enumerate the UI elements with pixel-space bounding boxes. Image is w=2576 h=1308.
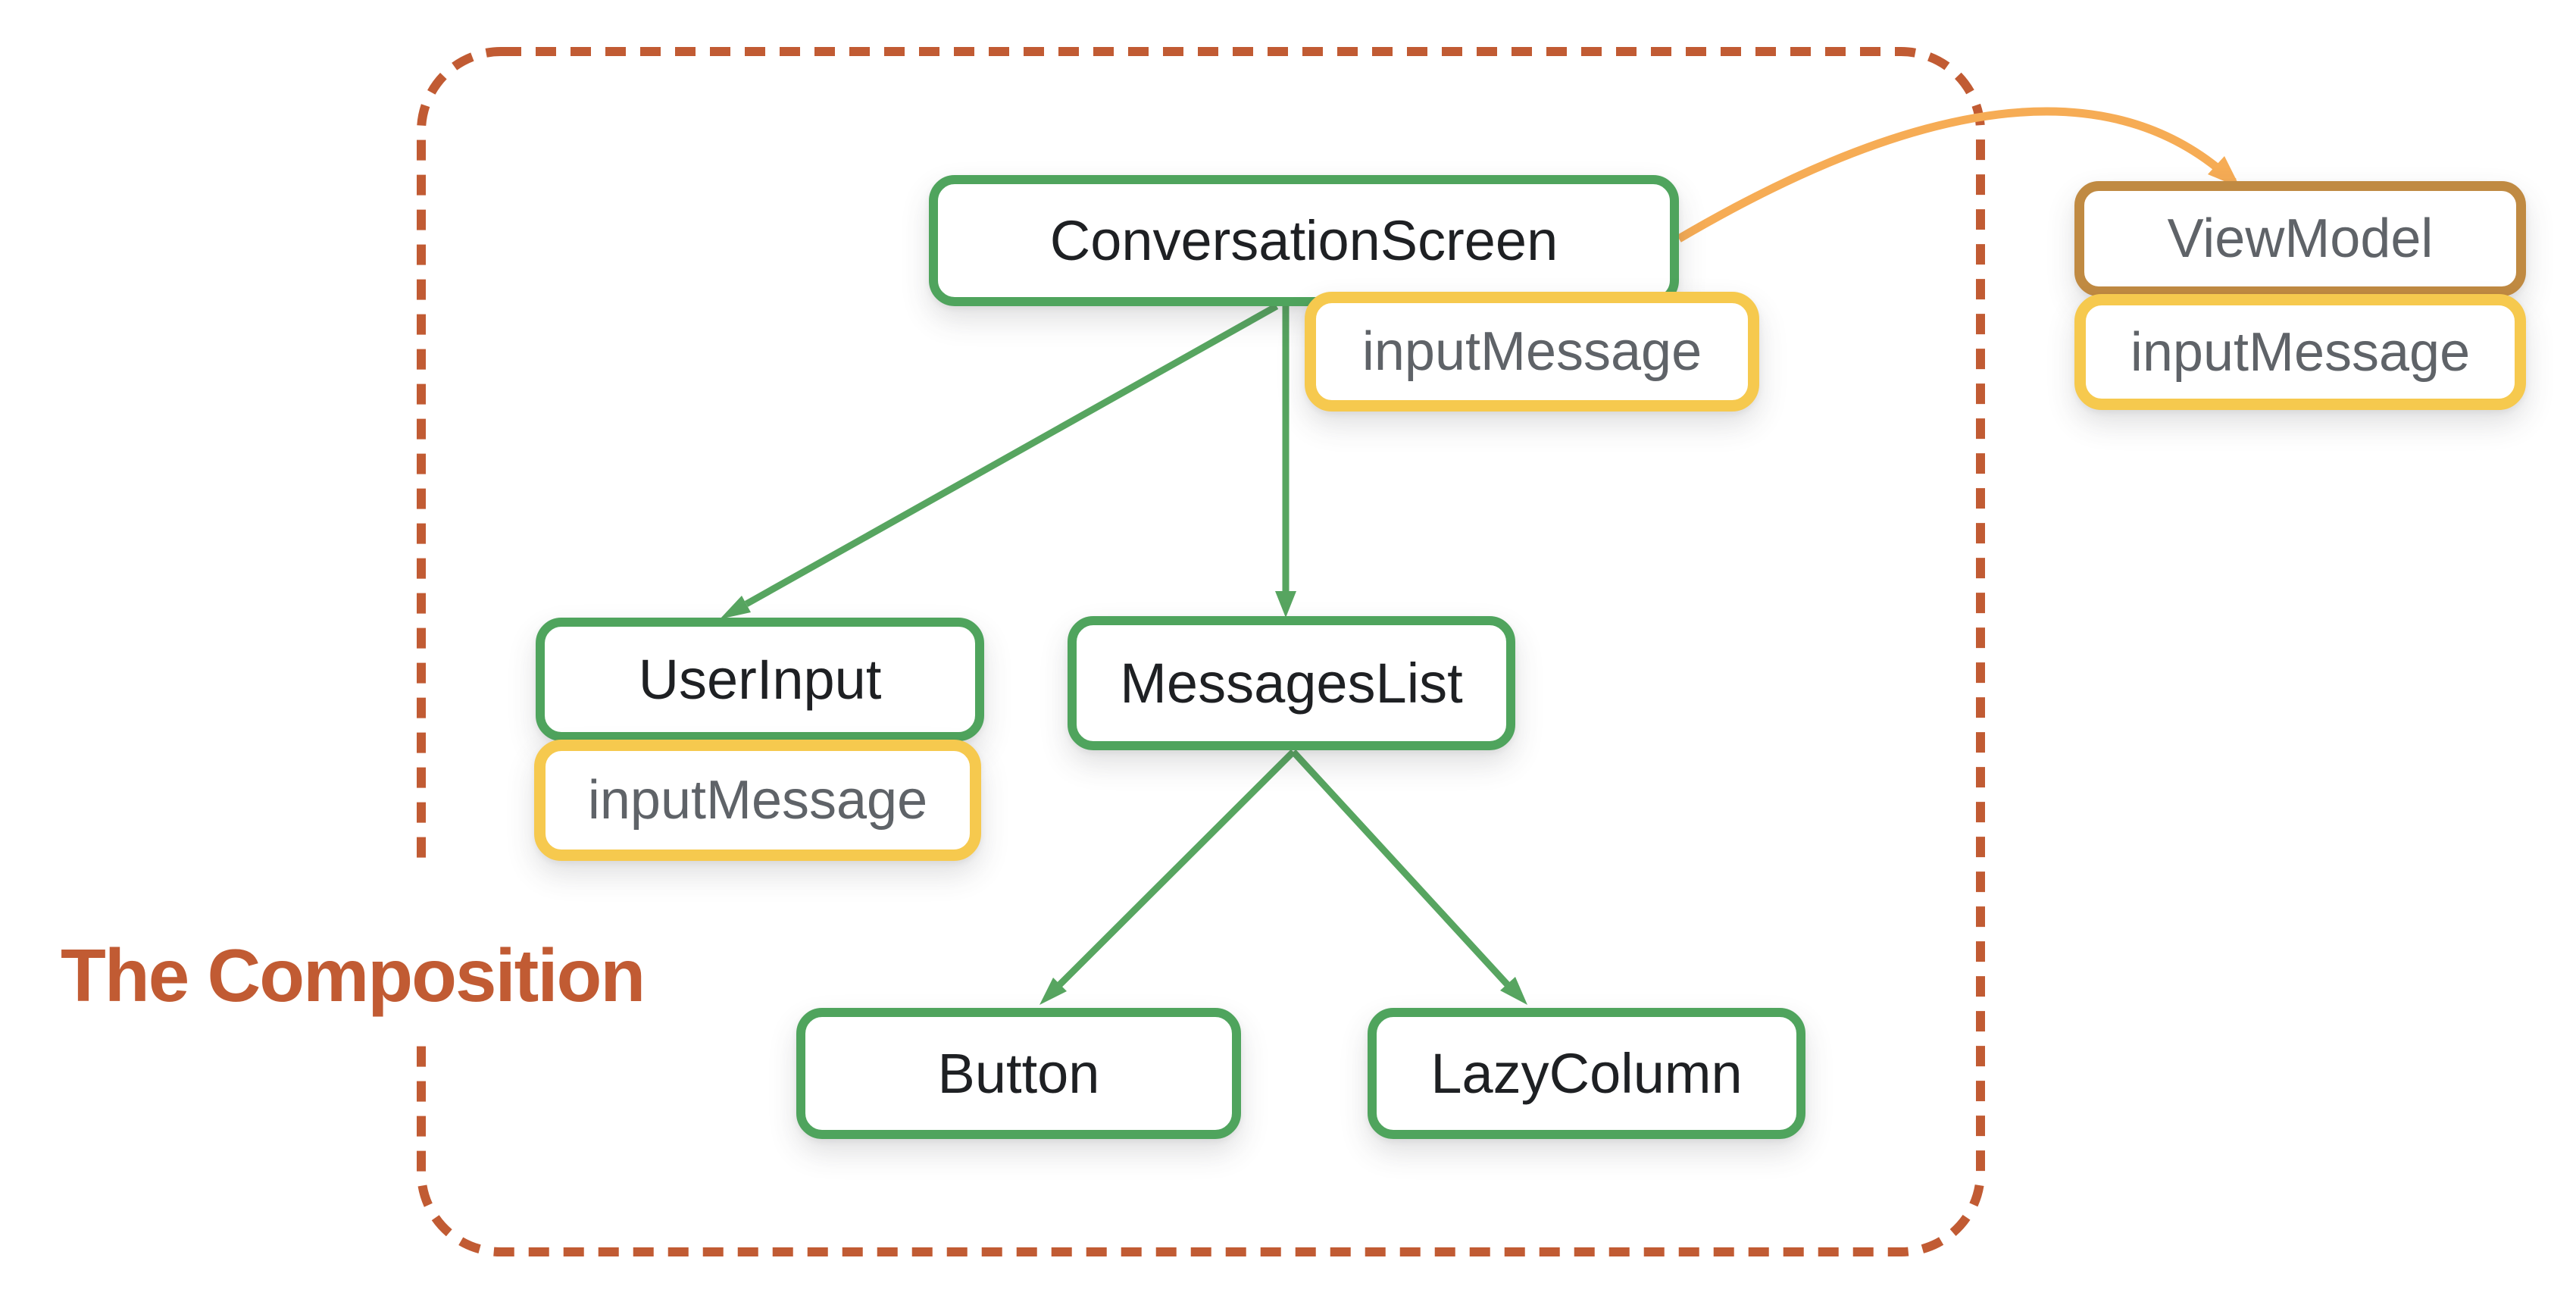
node-messages-list: MessagesList [1068, 616, 1515, 750]
region-label: The Composition [61, 934, 646, 1017]
node-lazy-column-label: LazyColumn [1430, 1042, 1743, 1105]
node-conversation-screen-label: ConversationScreen [1049, 209, 1558, 272]
edge-conversationscreen-userinput [744, 303, 1279, 607]
edge-messageslist-lazycolumn [1290, 749, 1513, 990]
node-view-model-label: ViewModel [2167, 208, 2434, 269]
state-badge-view-model-label: inputMessage [2130, 321, 2471, 383]
node-button-label: Button [937, 1042, 1100, 1105]
state-badge-user-input-label: inputMessage [587, 770, 928, 831]
edge-conversationscreen-viewmodel [1677, 107, 2237, 243]
node-button: Button [796, 1008, 1241, 1139]
boundary-label-gap [389, 862, 453, 1038]
edge-messageslist-button [1055, 749, 1296, 990]
node-messages-list-label: MessagesList [1120, 652, 1463, 715]
state-badge-user-input: inputMessage [534, 740, 981, 861]
node-lazy-column: LazyColumn [1368, 1008, 1805, 1139]
node-conversation-screen: ConversationScreen [929, 175, 1679, 306]
node-user-input: UserInput [536, 618, 984, 741]
state-badge-conversation-screen-label: inputMessage [1361, 321, 1702, 382]
arrowhead-viewmodel [2208, 156, 2240, 188]
arrowhead-messageslist [1275, 591, 1296, 618]
node-user-input-label: UserInput [638, 648, 882, 711]
composition-boundary-dashed-border [417, 47, 1985, 1256]
arrowhead-button [1039, 978, 1067, 1005]
state-badge-conversation-screen: inputMessage [1305, 292, 1759, 411]
node-view-model: ViewModel [2074, 181, 2526, 296]
arrowhead-lazycolumn [1500, 977, 1527, 1005]
state-badge-view-model: inputMessage [2074, 294, 2526, 410]
arrowhead-userinput [720, 596, 751, 619]
